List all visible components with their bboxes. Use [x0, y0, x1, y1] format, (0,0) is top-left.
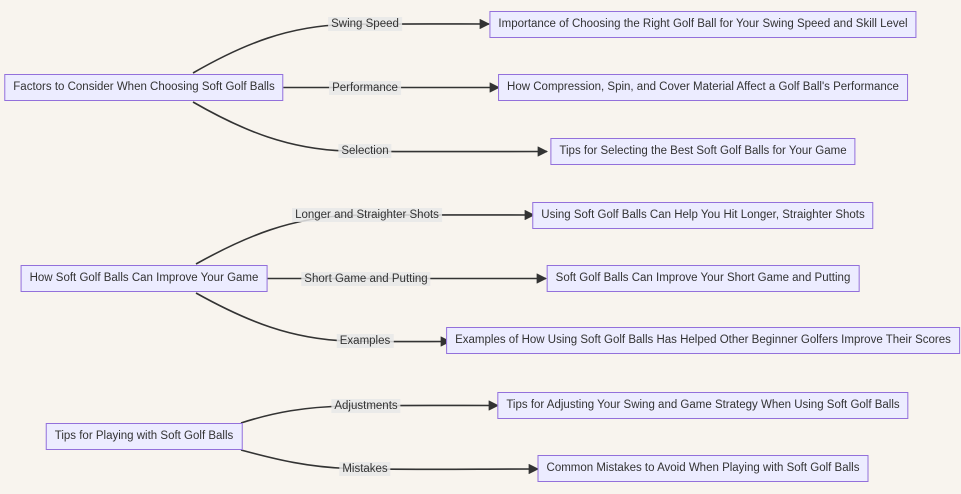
- node-longer-straighter-shots: Using Soft Golf Balls Can Help You Hit L…: [532, 202, 874, 229]
- edge-label-swing-speed: Swing Speed: [328, 17, 402, 31]
- node-examples-beginner-scores: Examples of How Using Soft Golf Balls Ha…: [446, 327, 960, 354]
- edge-label-examples: Examples: [336, 334, 394, 348]
- node-root-playing-tips: Tips for Playing with Soft Golf Balls: [45, 423, 243, 450]
- edge-label-short-game: Short Game and Putting: [301, 272, 431, 286]
- edge-examples: [195, 292, 452, 347]
- node-adjustments-strategy: Tips for Adjusting Your Swing and Game S…: [497, 392, 909, 419]
- edge-swing-speed: [192, 18, 491, 74]
- edge-label-longer-shots: Longer and Straighter Shots: [292, 208, 442, 222]
- edge-label-mistakes: Mistakes: [339, 462, 391, 476]
- edge-label-selection: Selection: [338, 144, 392, 158]
- edge-label-adjustments: Adjustments: [331, 399, 401, 413]
- node-common-mistakes: Common Mistakes to Avoid When Playing wi…: [537, 455, 869, 482]
- edge-label-performance: Performance: [329, 81, 401, 95]
- edge-longer-shots: [195, 209, 536, 265]
- node-short-game-putting: Soft Golf Balls Can Improve Your Short G…: [546, 265, 860, 292]
- node-performance-compression: How Compression, Spin, and Cover Materia…: [498, 74, 908, 101]
- node-selection-tips: Tips for Selecting the Best Soft Golf Ba…: [550, 138, 856, 165]
- node-root-improve-game: How Soft Golf Balls Can Improve Your Gam…: [20, 265, 268, 292]
- node-swing-speed-importance: Importance of Choosing the Right Golf Ba…: [489, 11, 917, 38]
- node-root-factors: Factors to Consider When Choosing Soft G…: [4, 74, 284, 101]
